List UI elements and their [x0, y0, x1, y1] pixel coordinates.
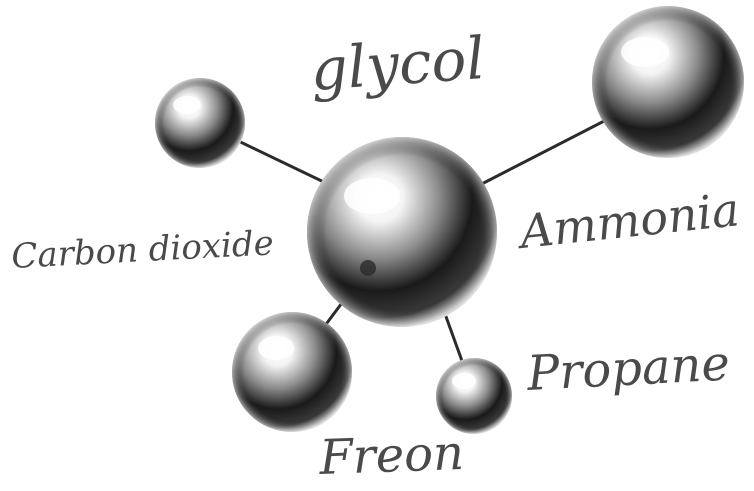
bond-ammonia	[470, 118, 610, 190]
bond-carbon-dioxide	[230, 137, 330, 185]
label-carbon-dioxide: Carbon dioxide	[10, 223, 274, 277]
label-propane: Propane	[525, 335, 731, 402]
label-glycol: glycol	[308, 24, 487, 104]
label-ammonia: Ammonia	[514, 182, 742, 259]
atom-ammonia	[592, 6, 744, 158]
atom-carbon-dioxide	[155, 78, 245, 168]
atom-freon	[232, 312, 352, 432]
label-freon: Freon	[317, 425, 464, 486]
atom-propane	[436, 358, 512, 434]
atom-central	[307, 137, 497, 327]
